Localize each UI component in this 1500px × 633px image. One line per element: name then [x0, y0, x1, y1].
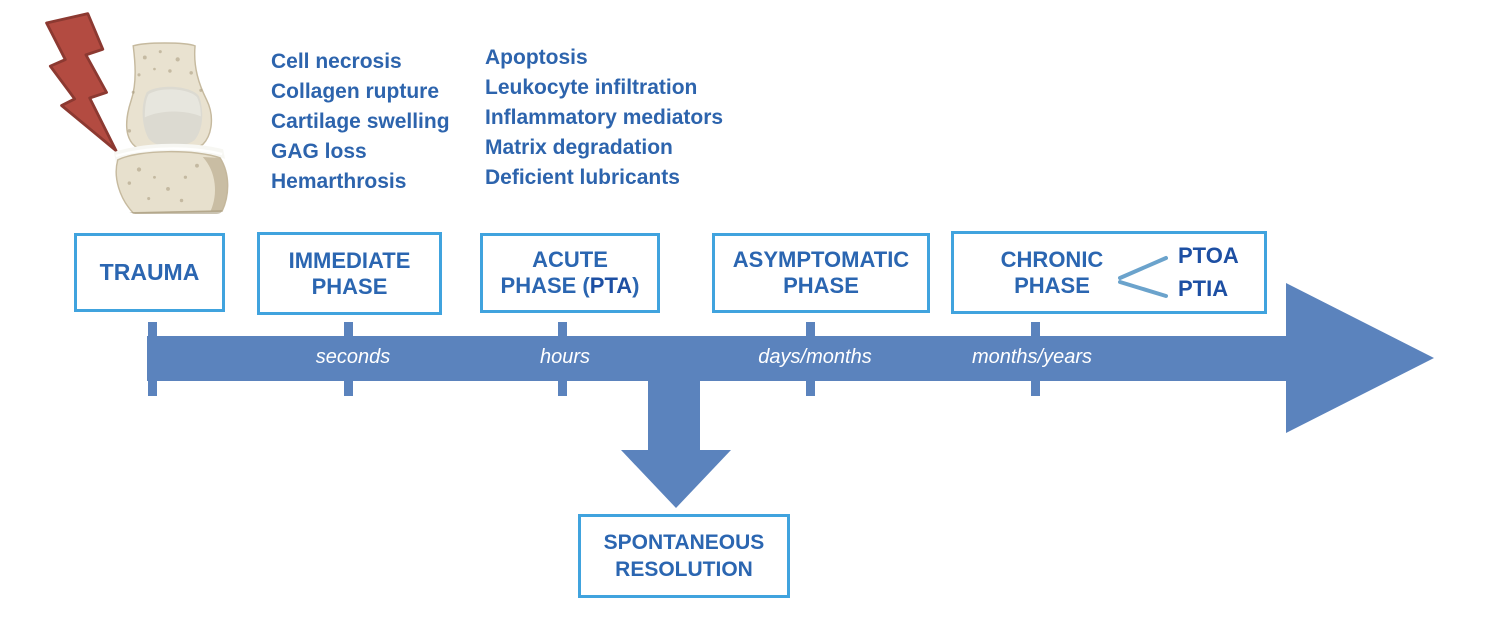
phase-box-trauma: TRAUMA	[74, 233, 225, 312]
phase-box-immediate: IMMEDIATE PHASE	[257, 232, 442, 315]
down-arrow-icon	[621, 450, 731, 508]
acute-phase-findings-list: Apoptosis Leukocyte infiltration Inflamm…	[485, 43, 723, 193]
timeline-bar	[147, 336, 1288, 381]
list-item: Inflammatory mediators	[485, 106, 724, 129]
list-item: Apoptosis	[485, 46, 588, 69]
down-arrow-stem	[648, 380, 700, 451]
phase-label-line2: PHASE	[783, 273, 859, 298]
phase-box-asymptomatic: ASYMPTOMATIC PHASE	[712, 233, 930, 313]
immediate-phase-findings-list: Cell necrosis Collagen rupture Cartilage…	[271, 47, 450, 197]
phase-box-acute: ACUTE PHASE (PTA)	[480, 233, 660, 313]
phase-label-line1: ACUTE	[532, 247, 608, 273]
list-item: Cartilage swelling	[271, 110, 450, 133]
timeline-label-seconds: seconds	[315, 346, 391, 368]
lightning-bolt-icon	[45, 12, 118, 152]
timeline-label-hours: hours	[539, 346, 591, 368]
timeline-tick	[558, 322, 567, 396]
phase-label-line2: PHASE (PTA)	[500, 273, 640, 298]
knee-joint-illustration	[113, 42, 229, 214]
list-item: GAG loss	[271, 140, 367, 163]
list-item: Cell necrosis	[271, 50, 402, 73]
outcome-ptoa: PTOA	[1178, 243, 1239, 269]
chronic-outcomes: PTOA PTIA	[1178, 234, 1239, 311]
spontaneous-resolution-box: SPONTANEOUS RESOLUTION	[578, 514, 790, 598]
resolution-label-line2: RESOLUTION	[615, 558, 753, 581]
branch-lines-icon	[1118, 256, 1168, 298]
phase-label-line1: CHRONIC	[1000, 246, 1104, 272]
list-item: Deficient lubricants	[485, 166, 680, 189]
timeline-label-months-years: months/years	[971, 346, 1093, 368]
resolution-label-line1: SPONTANEOUS	[603, 530, 765, 554]
timeline-tick	[344, 322, 353, 396]
timeline-label-days-months: days/months	[758, 346, 872, 368]
outcome-ptia: PTIA	[1178, 276, 1229, 301]
timeline-tick	[148, 322, 157, 396]
phase-label-line2: PHASE	[1014, 272, 1090, 298]
pta-abbreviation: PTA	[589, 273, 633, 298]
list-item: Matrix degradation	[485, 136, 673, 159]
list-item: Collagen rupture	[271, 80, 440, 103]
phase-label-line1: IMMEDIATE	[288, 247, 411, 273]
list-item: Hemarthrosis	[271, 170, 407, 193]
timeline-tick	[806, 322, 815, 396]
list-item: Leukocyte infiltration	[485, 76, 698, 99]
phase-label-line1: ASYMPTOMATIC	[732, 247, 910, 273]
phase-label-line2: PHASE	[311, 273, 388, 299]
phase-label: TRAUMA	[99, 258, 200, 285]
timeline-arrowhead-icon	[1286, 283, 1434, 433]
phase-box-chronic: CHRONIC PHASE PTOA PTIA	[951, 231, 1267, 314]
phase-label: CHRONIC PHASE	[972, 234, 1132, 311]
timeline-tick	[1031, 322, 1040, 396]
